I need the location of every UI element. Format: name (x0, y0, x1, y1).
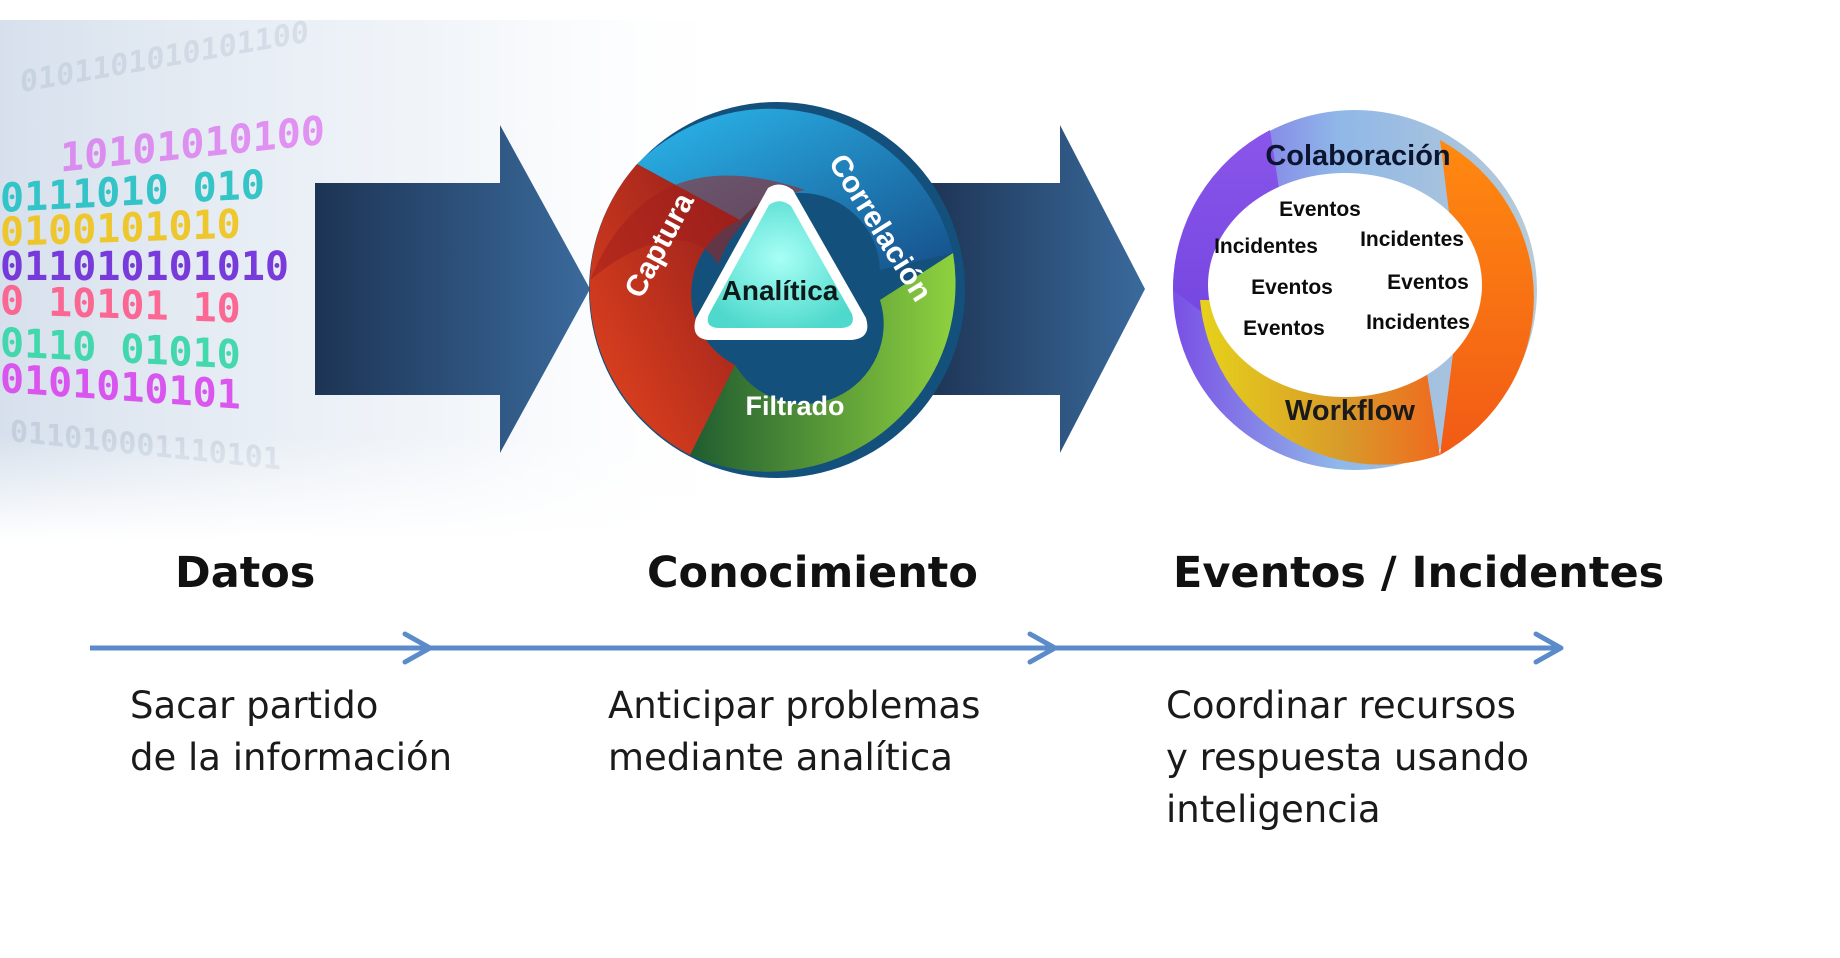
ring-item: Incidentes (1214, 235, 1318, 258)
ring-item: Eventos (1387, 271, 1469, 294)
desc-line: inteligencia (1166, 788, 1381, 831)
stage-desc-eventos: Coordinar recursos y respuesta usando in… (1166, 680, 1529, 836)
stage-desc-conocimiento: Anticipar problemas mediante analítica (608, 680, 980, 784)
data-to-knowledge-arrow (315, 125, 590, 453)
desc-line: mediante analítica (608, 736, 953, 779)
binary-background: 101010101000111010 010010010101001101010… (0, 15, 760, 540)
timeline-arrowhead (1027, 631, 1058, 665)
analysis-cycle: Captura Correlación Filtrado Analítica (589, 102, 965, 478)
ring-label-colaboracion: Colaboración (1265, 140, 1450, 172)
ring-item: Eventos (1243, 317, 1325, 340)
center-label-analitica: Analítica (722, 275, 839, 306)
knowledge-to-events-arrow (925, 125, 1145, 453)
stage-title-conocimiento: Conocimiento (647, 548, 978, 598)
stage-desc-datos: Sacar partido de la información (130, 680, 452, 784)
segment-filtrado (690, 253, 956, 472)
stage-title-eventos-incidentes: Eventos / Incidentes (1173, 548, 1665, 598)
ring-item: Incidentes (1366, 311, 1470, 334)
timeline-arrowhead (402, 631, 433, 665)
stage-title-datos: Datos (175, 548, 316, 598)
ring-item: Incidentes (1360, 228, 1464, 251)
timeline (90, 631, 1564, 665)
desc-line: Coordinar recursos (1166, 684, 1516, 727)
ring-item: Eventos (1251, 276, 1333, 299)
desc-line: y respuesta usando (1166, 736, 1529, 779)
timeline-arrowhead (1533, 631, 1564, 665)
desc-line: Anticipar problemas (608, 684, 981, 727)
ring-label-workflow: Workflow (1285, 395, 1415, 427)
ring-item: Eventos (1279, 198, 1361, 221)
desc-line: de la información (130, 736, 453, 779)
segment-label-filtrado: Filtrado (746, 391, 845, 421)
desc-line: Sacar partido (130, 684, 379, 727)
collaboration-ring: Colaboración Workflow Eventos Incidentes… (1172, 110, 1537, 470)
